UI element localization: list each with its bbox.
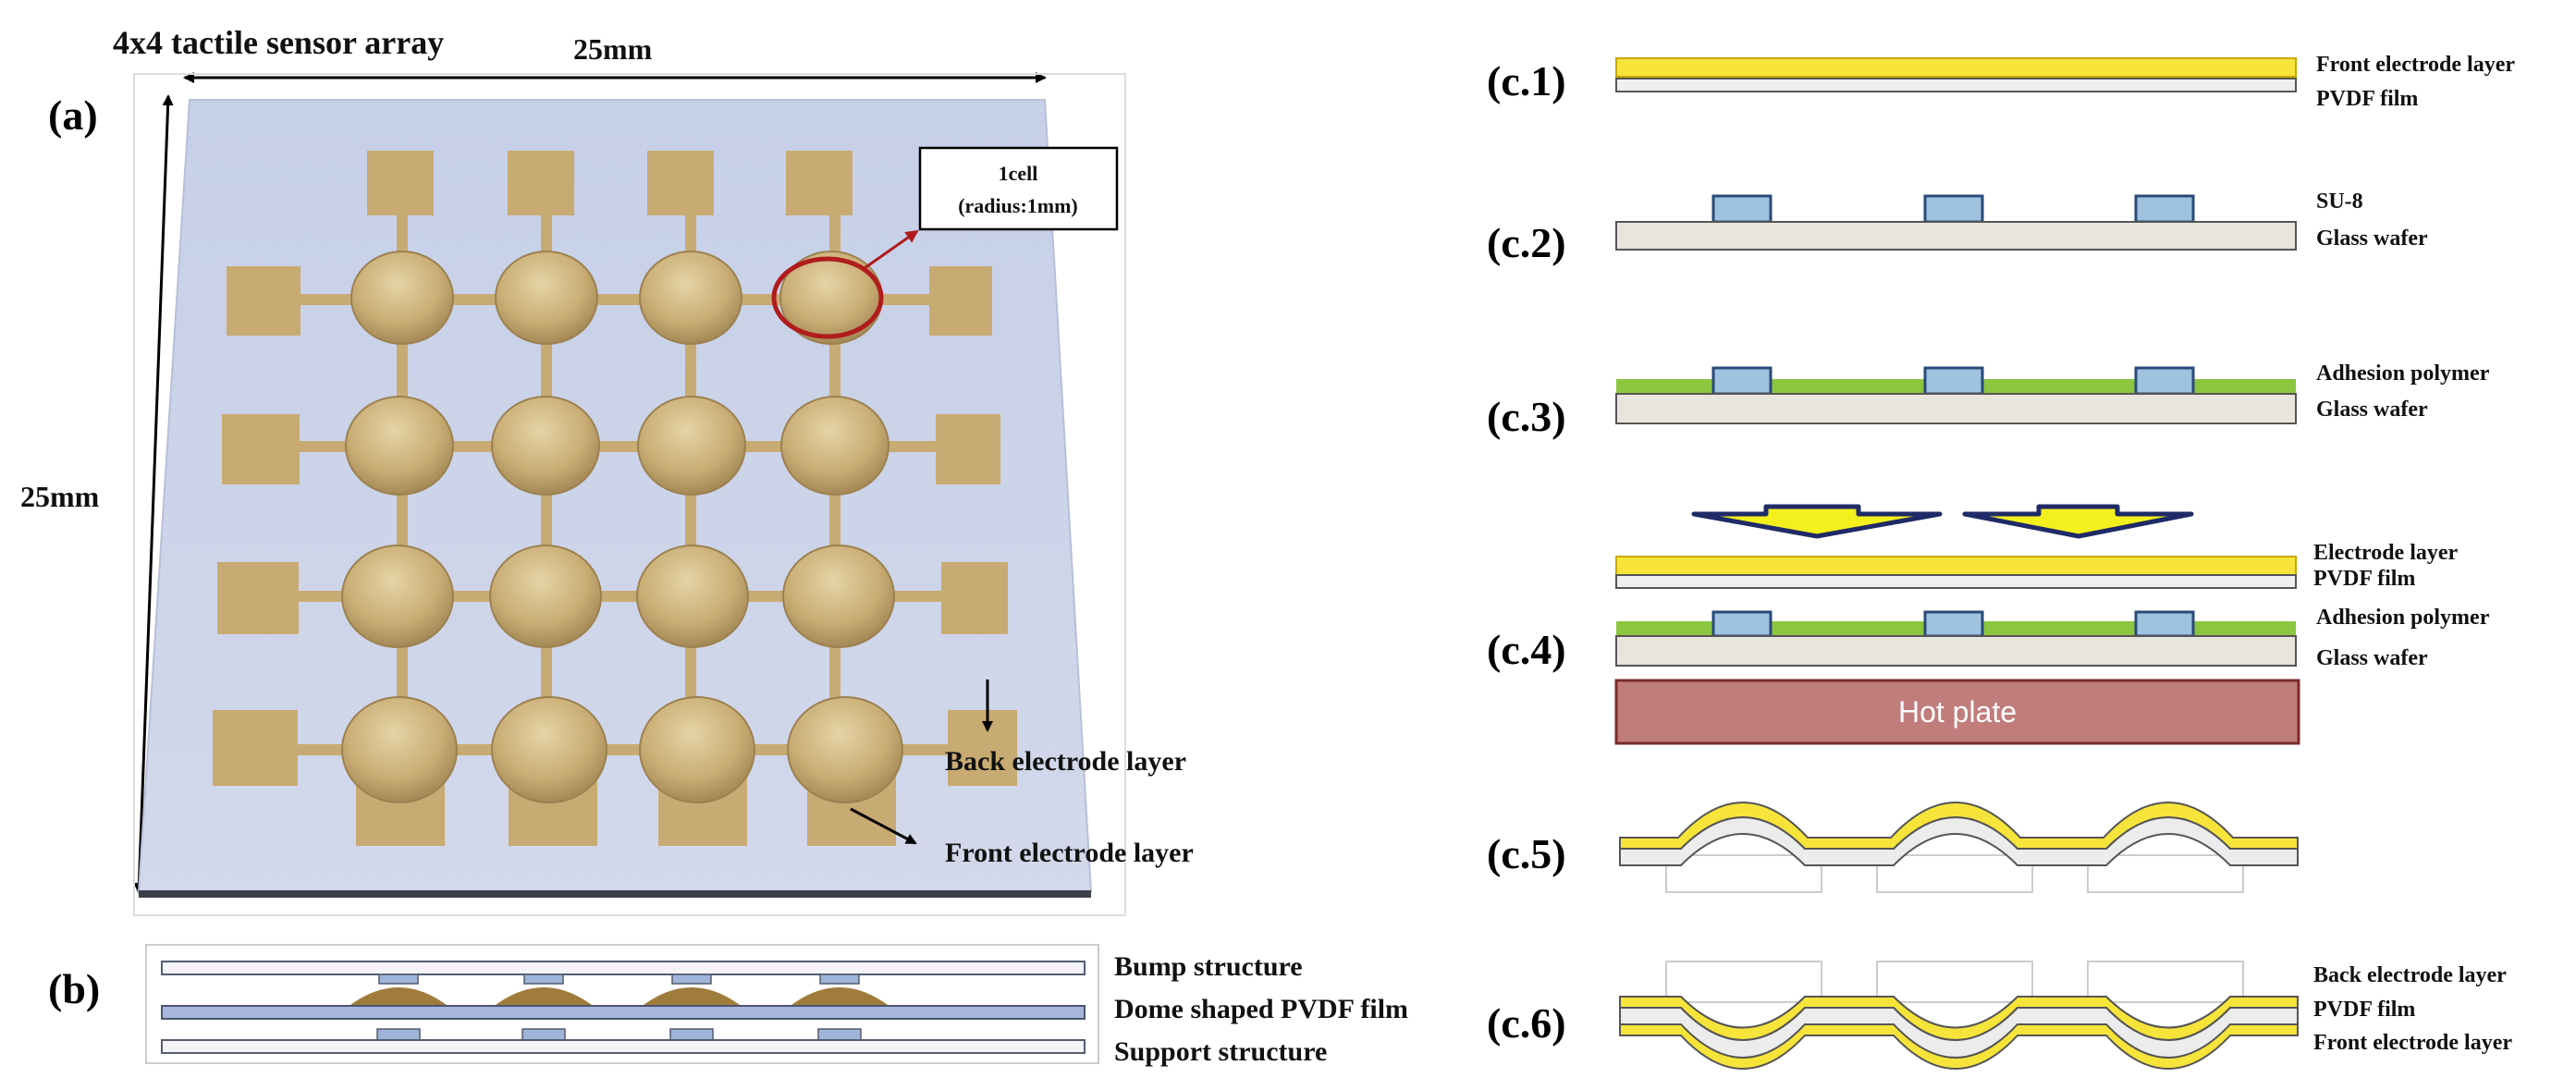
dome-cross-sections: [347, 987, 891, 1008]
callout-line-1: 1cell: [999, 162, 1038, 185]
support-structure-label: Support structure: [1114, 1036, 1327, 1067]
pvdf-film: [1615, 78, 2297, 92]
step-c6: (c.6) Back electrode layer PVDF film Fro…: [1487, 961, 2512, 1070]
hot-plate-label: Hot plate: [1898, 695, 2017, 729]
height-dimension-arrow: [133, 94, 174, 894]
step-c1-text-1: Front electrode layer: [2316, 53, 2515, 77]
panel-a-title: 4x4 tactile sensor array: [113, 24, 444, 61]
step-c1-label: (c.1): [1487, 57, 1566, 104]
step-c1-text-2: PVDF film: [2316, 87, 2418, 111]
support-posts: [376, 1028, 862, 1041]
panel-b-frame: [145, 944, 1099, 1064]
step-c4-text-4: Glass wafer: [2316, 646, 2428, 670]
dome-pvdf-film: [161, 1005, 1086, 1020]
back-electrode-label: Back electrode layer: [945, 746, 1186, 777]
step-c3-text-1: Adhesion polymer: [2316, 361, 2490, 386]
dome-pvdf-label: Dome shaped PVDF film: [1114, 994, 1408, 1024]
step-c6-text-3: Front electrode layer: [2313, 1031, 2512, 1055]
step-c3-label: (c.3): [1487, 393, 1566, 440]
width-dimension-label: 25mm: [573, 32, 653, 66]
top-electrode-pads: [367, 151, 853, 215]
step-c2-text-2: Glass wafer: [2316, 227, 2428, 251]
glass-wafer-c3: [1615, 393, 2297, 424]
step-c4-text-1: Electrode layer: [2313, 541, 2459, 565]
hot-plate: [1614, 679, 2300, 745]
step-c6-text-1: Back electrode layer: [2313, 963, 2507, 987]
mold-outlines-c6: [1665, 961, 2244, 1003]
front-electrode-label: Front electrode layer: [945, 838, 1194, 868]
step-c5: (c.5): [1487, 802, 2299, 893]
front-electrode-arrow: [850, 807, 917, 845]
step-c1: (c.1) Front electrode layer PVDF film: [1487, 53, 2515, 111]
right-electrode-pads: [929, 266, 1017, 786]
step-c4-text-2: PVDF film: [2313, 567, 2415, 591]
step-c3: (c.3) Adhesion polymer Glass wafer: [1487, 361, 2490, 440]
support-structure-plate: [161, 1039, 1086, 1054]
figure-frame-a: [133, 73, 1126, 916]
step-c4: (c.4) Hot plate Electrode layer PVDF fil…: [1487, 504, 2490, 745]
step-c4-label: (c.4): [1487, 626, 1566, 673]
step-c2-text-1: SU-8: [2316, 190, 2363, 214]
panel-a: (a) 4x4 tactile sensor array 25mm 25mm: [20, 24, 1194, 916]
su8-blocks-c3: [1711, 366, 2195, 396]
su8-blocks-c4: [1711, 610, 2195, 638]
panel-b-label: (b): [48, 965, 100, 1012]
electrode-layer-c4: [1615, 556, 2297, 576]
callout-arrow: [864, 229, 919, 270]
panel-a-label: (a): [48, 92, 98, 139]
press-arrow-right: [1962, 504, 2194, 539]
pvdf-film-c4: [1615, 574, 2297, 589]
front-electrode-layer-c6: [1619, 1023, 2299, 1070]
callout-line-2: (radius:1mm): [958, 194, 1078, 217]
step-c6-label: (c.6): [1487, 999, 1566, 1047]
bumps: [378, 974, 860, 985]
panel-c: (c.1) Front electrode layer PVDF film (c…: [1487, 53, 2515, 1070]
height-dimension-label: 25mm: [20, 480, 100, 513]
glass-wafer-c4: [1615, 635, 2297, 667]
step-c2: (c.2) SU-8 Glass wafer: [1487, 190, 2428, 266]
electrode-layer-c5: [1619, 802, 2299, 850]
glass-wafer: [1615, 221, 2297, 251]
bump-structure-label: Bump structure: [1114, 951, 1303, 982]
dome-cells: [341, 251, 903, 803]
mold-outlines-c5: [1665, 854, 2244, 893]
bump-structure-plate: [161, 961, 1086, 975]
panel-b: (b) Bump structure Dome shaped PVDF film…: [48, 944, 1408, 1067]
front-electrode-layer: [1615, 57, 2297, 78]
substrate-edge: [139, 890, 1091, 898]
step-c4-text-3: Adhesion polymer: [2316, 606, 2490, 630]
step-c2-label: (c.2): [1487, 219, 1566, 266]
su8-blocks: [1711, 194, 2195, 224]
step-c5-label: (c.5): [1487, 830, 1566, 877]
highlighted-cell-ring: [771, 256, 884, 339]
step-c6-text-2: PVDF film: [2313, 998, 2415, 1022]
callout-box: [918, 146, 1119, 231]
step-c3-text-2: Glass wafer: [2316, 398, 2428, 422]
press-arrow-left: [1691, 504, 1943, 539]
left-electrode-pads: [213, 266, 301, 786]
